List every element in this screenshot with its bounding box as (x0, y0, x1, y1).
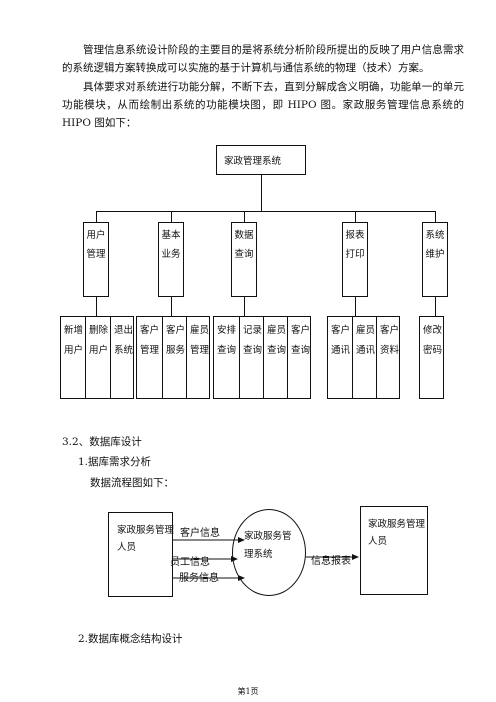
hipo-submodule-label: 客户管理 (139, 325, 159, 356)
hipo-submodule: 删除用户 (85, 317, 111, 398)
hipo-module-label: 报表打印 (345, 230, 365, 260)
hipo-module-label: 数据查询 (234, 230, 254, 260)
hipo-submodule-label: 雇员管理 (189, 325, 209, 356)
hipo-submodule-label: 客户资料 (379, 325, 399, 356)
requirement-paragraph: 具体要求对系统进行功能分解，不断下去，直到分解成含义明确，功能单一的单元功能模块… (62, 81, 464, 129)
hipo-submodule: 安排查询 (214, 317, 239, 398)
hipo-submodule: 客户服务 (162, 317, 188, 398)
hipo-submodule-label: 记录查询 (242, 325, 262, 356)
hipo-module-4: 系统维护 (422, 222, 448, 297)
flow-report: 信息报表 (311, 556, 351, 567)
hipo-module-0: 用户管理 (83, 222, 109, 297)
hipo-root: 家政管理系统 (216, 145, 306, 175)
subsection-conceptual: 2.数据库概念结构设计 (78, 633, 183, 645)
hipo-submodule-label: 雇员查询 (266, 325, 286, 356)
flow-service-info: 服务信息 (179, 573, 219, 584)
flow-employee-info: 员工信息 (170, 557, 210, 568)
hipo-module-2: 数据查询 (231, 222, 257, 297)
hipo-submodule-label: 客户查询 (290, 325, 310, 356)
subsection-requirements: 1.据库需求分析 (78, 456, 152, 468)
hipo-submodule-label: 客户通讯 (330, 325, 350, 356)
hipo-submodule-label: 删除用户 (88, 325, 108, 356)
dfd-intro: 数据流程图如下： (90, 477, 174, 489)
section-title: 3.2、数据库设计 (62, 436, 142, 448)
hipo-submodule-label: 雇员通讯 (355, 325, 375, 356)
hipo-submodule: 雇员查询 (263, 317, 289, 398)
intro-paragraph: 管理信息系统设计阶段的主要目的是将系统分析阶段所提出的反映了用户信息需求的系统逻… (62, 44, 464, 74)
hipo-submodule-label: 退出系统 (113, 325, 133, 356)
hipo-submodule: 雇员通讯 (352, 317, 378, 398)
hipo-module-label: 基本业务 (161, 230, 181, 260)
flow-customer-info: 客户信息 (180, 528, 220, 539)
hipo-submodule: 新增用户 (61, 317, 86, 398)
hipo-submodule: 退出系统 (110, 317, 136, 398)
hipo-module-3: 报表打印 (342, 222, 368, 297)
hipo-submodule-group: 客户管理客户服务雇员管理 (136, 316, 210, 399)
hipo-submodule: 客户通讯 (328, 317, 353, 398)
hipo-submodule: 客户管理 (137, 317, 162, 398)
hipo-submodule-label: 安排查询 (216, 325, 236, 356)
hipo-submodule: 雇员管理 (186, 317, 212, 398)
hipo-module-1: 基本业务 (158, 222, 184, 297)
hipo-submodule: 修改密码 (420, 317, 445, 398)
dfd-left-entity: 家政服务管理人员 (108, 512, 174, 597)
hipo-submodule-label: 修改密码 (422, 325, 442, 356)
dfd-right-entity: 家政服务管理人员 (360, 506, 428, 595)
hipo-submodule: 记录查询 (239, 317, 265, 398)
page-number: 第1页 (237, 687, 259, 696)
hipo-submodule-group: 客户通讯雇员通讯客户资料 (327, 316, 400, 399)
hipo-submodule-label: 新增用户 (63, 325, 83, 356)
hipo-submodule-group: 修改密码 (419, 316, 444, 399)
hipo-submodule-group: 安排查询记录查询雇员查询客户查询 (213, 316, 311, 399)
hipo-submodule: 客户资料 (376, 317, 402, 398)
hipo-module-label: 用户管理 (86, 230, 106, 260)
dfd-process: 家政服务管理系统 (232, 509, 306, 596)
hipo-submodule-group: 新增用户删除用户退出系统 (60, 316, 134, 399)
hipo-submodule-label: 客户服务 (165, 325, 185, 356)
hipo-module-label: 系统维护 (425, 230, 445, 260)
hipo-submodule: 客户查询 (287, 317, 313, 398)
